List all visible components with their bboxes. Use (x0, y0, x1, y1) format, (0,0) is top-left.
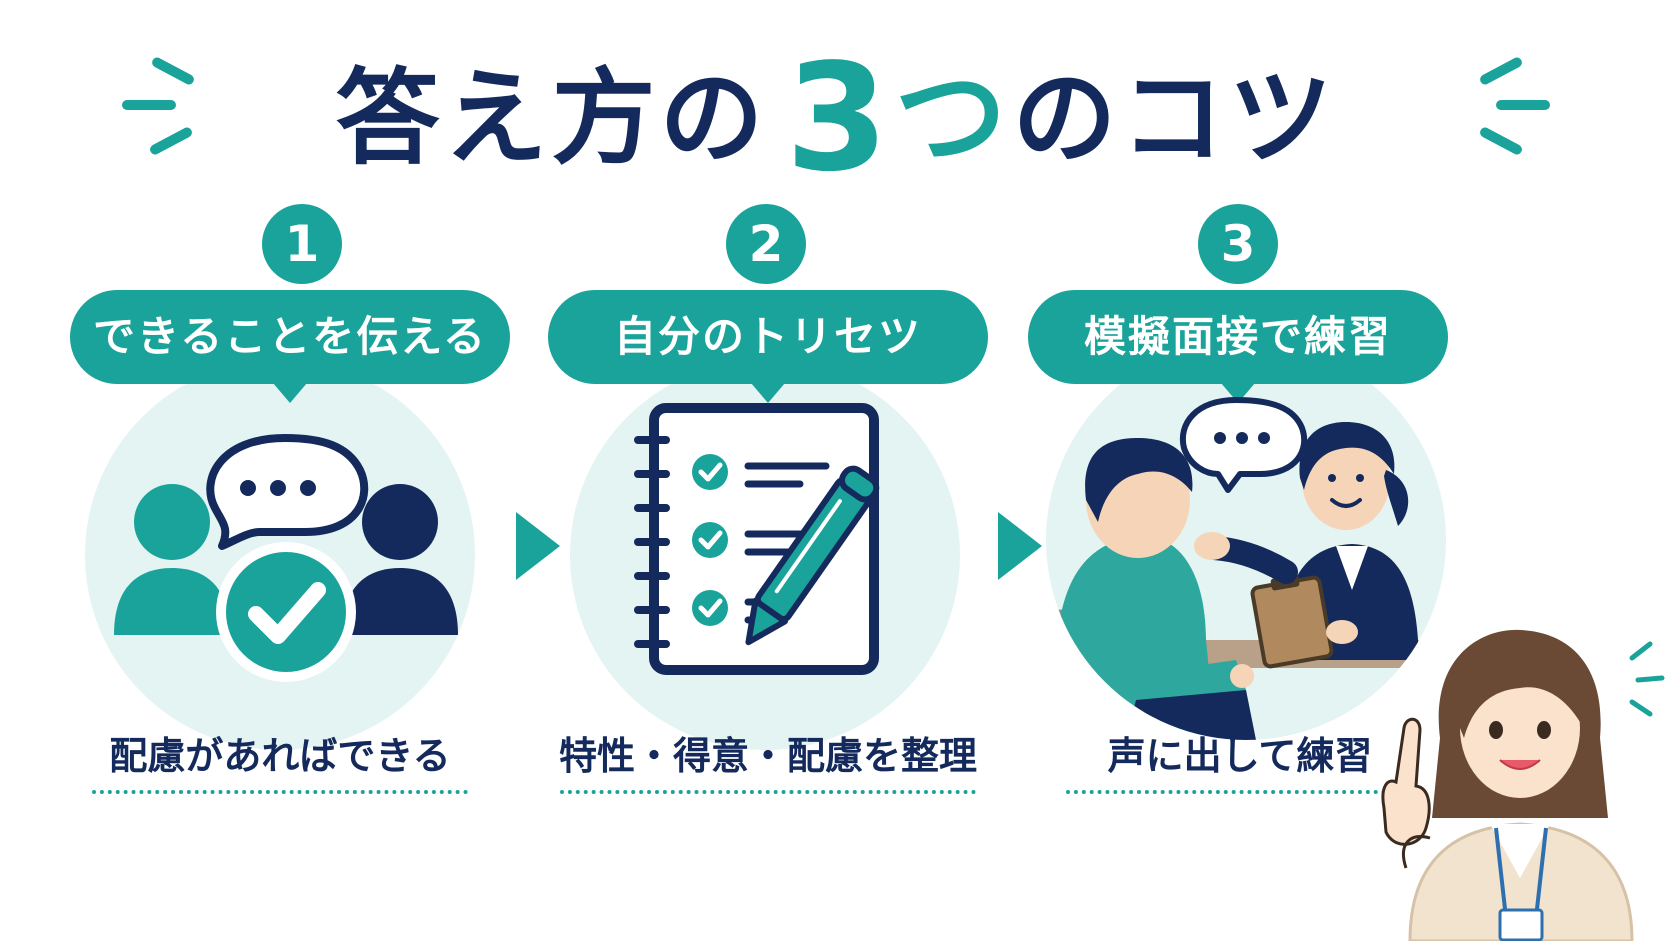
step-2-caption: 特性・得意・配慮を整理 (558, 734, 977, 778)
sparkle-right-mid (1496, 100, 1550, 110)
step-2-dotted-divider (560, 790, 976, 794)
interview-practice-icon (1046, 397, 1446, 740)
step-1-number-badge: 1 (262, 204, 342, 284)
step-1-dotted-divider (92, 790, 468, 794)
step-3-label-pill: 模擬面接で練習 (1028, 290, 1448, 384)
title-number: 3 (785, 32, 889, 204)
step-2-pill-tail (751, 383, 785, 403)
step-2-label-pill: 自分のトリセツ (548, 290, 988, 384)
step-1-label-pill: できることを伝える (70, 290, 510, 384)
step-arrow-2 (998, 512, 1042, 580)
step-3-caption: 声に出して練習 (1107, 734, 1373, 778)
people-check-icon (114, 434, 458, 682)
step-2-number-badge: 2 (726, 204, 806, 284)
step-3-number-badge: 3 (1198, 204, 1278, 284)
notebook-checklist-icon (634, 403, 880, 675)
guide-woman-pointing-icon (1381, 629, 1665, 941)
step-arrow-1 (516, 512, 560, 580)
title-main: 答え方の (335, 57, 768, 179)
step-1-pill-tail (273, 383, 307, 403)
title-tsu: つ (894, 53, 1007, 183)
step-3-dotted-divider (1066, 790, 1386, 794)
sparkle-left-mid (122, 100, 176, 110)
title-rest: のコツ (1012, 57, 1337, 179)
step-1-caption: 配慮があればできる (109, 734, 451, 778)
